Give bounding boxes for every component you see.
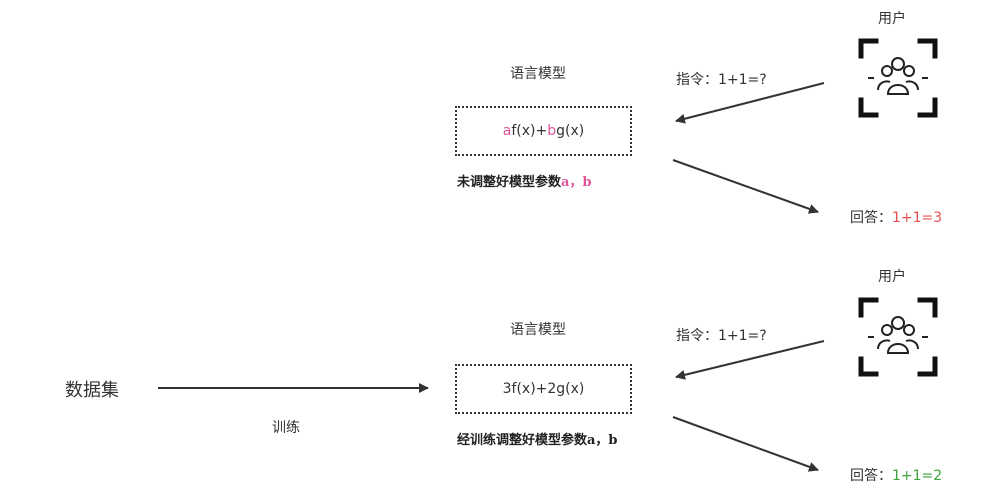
bottom-model-title: 语言模型 [510, 322, 566, 338]
top-answer: 回答：1+1=3 [850, 207, 942, 227]
top-answer-arrow [672, 159, 819, 214]
bottom-answer: 回答：1+1=2 [850, 465, 942, 485]
top-formula-coef-a: a [502, 123, 512, 139]
bottom-instruction-text: 指令：1+1=? [676, 328, 767, 344]
bottom-answer-label: 回答： [850, 468, 892, 484]
bottom-answer-value: 1+1=2 [892, 468, 943, 484]
top-instruction-text: 指令：1+1=? [676, 72, 767, 88]
dataset-label: 数据集 [65, 380, 119, 401]
top-formula-coef-b: b [547, 123, 557, 139]
top-answer-label: 回答： [850, 210, 892, 226]
training-label: 训练 [272, 420, 300, 436]
bottom-formula: 3f(x)+2g(x) [502, 381, 585, 397]
top-model-note: 未调整好模型参数a，b [457, 171, 592, 190]
bottom-model-note: 经训练调整好模型参数a，b [457, 433, 618, 448]
top-formula-part1: f(x)+ [511, 123, 548, 139]
top-user-label: 用户 [878, 11, 906, 27]
users-group-focus-icon [858, 297, 938, 377]
bottom-instruction-arrow [675, 340, 825, 380]
users-group-focus-icon [858, 38, 938, 118]
bottom-answer-arrow [672, 416, 819, 472]
top-note-params: a，b [561, 175, 592, 190]
top-note-text: 未调整好模型参数 [457, 175, 562, 190]
top-answer-value: 1+1=3 [892, 210, 943, 226]
bottom-model-box: 3f(x)+2g(x) [455, 364, 632, 414]
bottom-user-label: 用户 [878, 269, 906, 285]
top-formula-part2: g(x) [556, 123, 585, 139]
top-instruction-arrow [675, 82, 825, 124]
top-model-title: 语言模型 [510, 66, 566, 82]
